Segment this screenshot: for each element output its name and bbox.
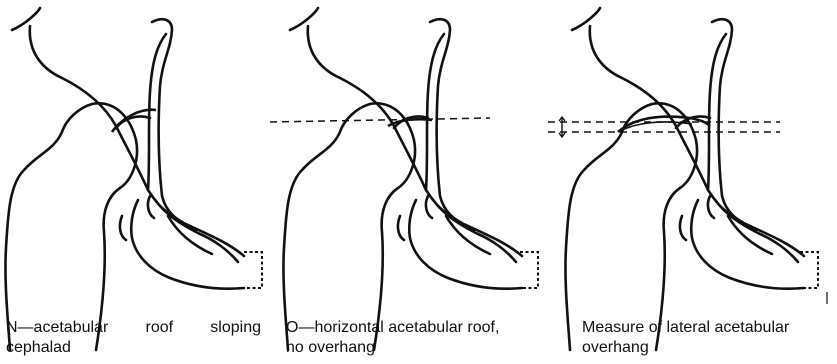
hip-figure-o — [270, 8, 538, 350]
caption-figure-measure: Measure of lateral acetabular overhang — [582, 318, 832, 358]
overhang-measure-arrow — [559, 117, 565, 137]
horizontal-reference-line — [270, 118, 490, 122]
lateral-overhang-roof — [618, 117, 710, 132]
hip-figure-measure — [548, 8, 818, 350]
caption-n-line1: N—acetabular roof sloping — [6, 318, 261, 338]
caption-figure-n: N—acetabular roof sloping cephalad — [6, 318, 261, 358]
caption-o-line2: no overhang — [286, 338, 546, 358]
caption-measure-line1: Measure of lateral acetabular — [582, 318, 832, 338]
caption-figure-o: O—horizontal acetabular roof, no overhan… — [286, 318, 546, 358]
caption-measure-line2: overhang — [582, 338, 832, 358]
hip-figure-n — [5, 8, 262, 350]
caption-o-line1: O—horizontal acetabular roof, — [286, 318, 546, 338]
caption-n-line2: cephalad — [6, 338, 261, 358]
